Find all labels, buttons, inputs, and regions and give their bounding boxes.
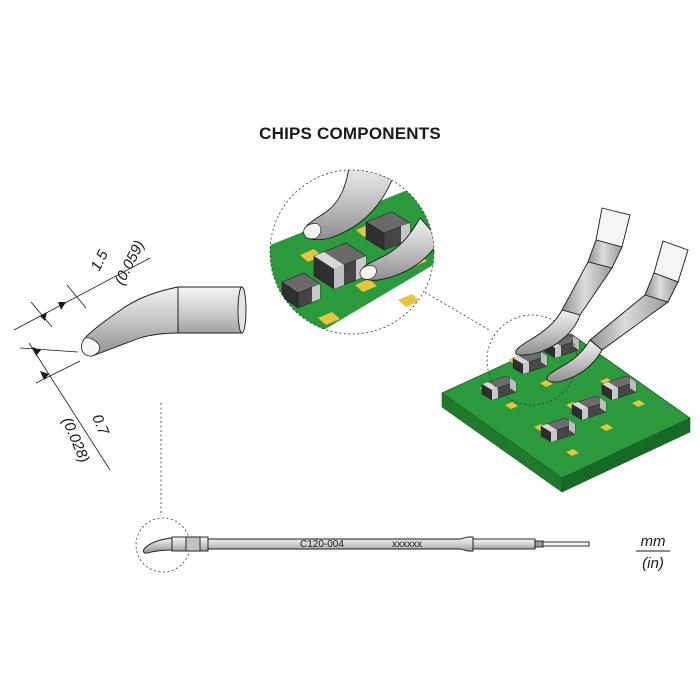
unit-metric: mm — [641, 533, 666, 550]
probe-left — [515, 207, 631, 356]
unit-imperial: (in) — [642, 555, 664, 572]
title: CHIPS COMPONENTS — [259, 124, 441, 143]
part-code: xxxxxx — [392, 539, 422, 550]
dimension-tip-thickness: 0.7 (0.028) — [19, 342, 112, 471]
probe-right — [546, 240, 689, 383]
pcb-illustration — [441, 207, 691, 493]
unit-legend: mm (in) — [636, 533, 670, 572]
part-model: C120-004 — [300, 539, 344, 550]
leader-line-board — [420, 289, 492, 332]
dim-tip-width-in: (0.059) — [111, 238, 148, 288]
full-cartridge: C120-004 xxxxxx — [135, 517, 590, 573]
dim-tip-thickness-mm: 0.7 — [88, 412, 112, 438]
zoom-detail — [269, 169, 435, 335]
dim-tip-thickness-in: (0.028) — [58, 415, 92, 465]
dim-tip-width-mm: 1.5 — [87, 247, 112, 274]
tip-detail — [81, 286, 247, 357]
